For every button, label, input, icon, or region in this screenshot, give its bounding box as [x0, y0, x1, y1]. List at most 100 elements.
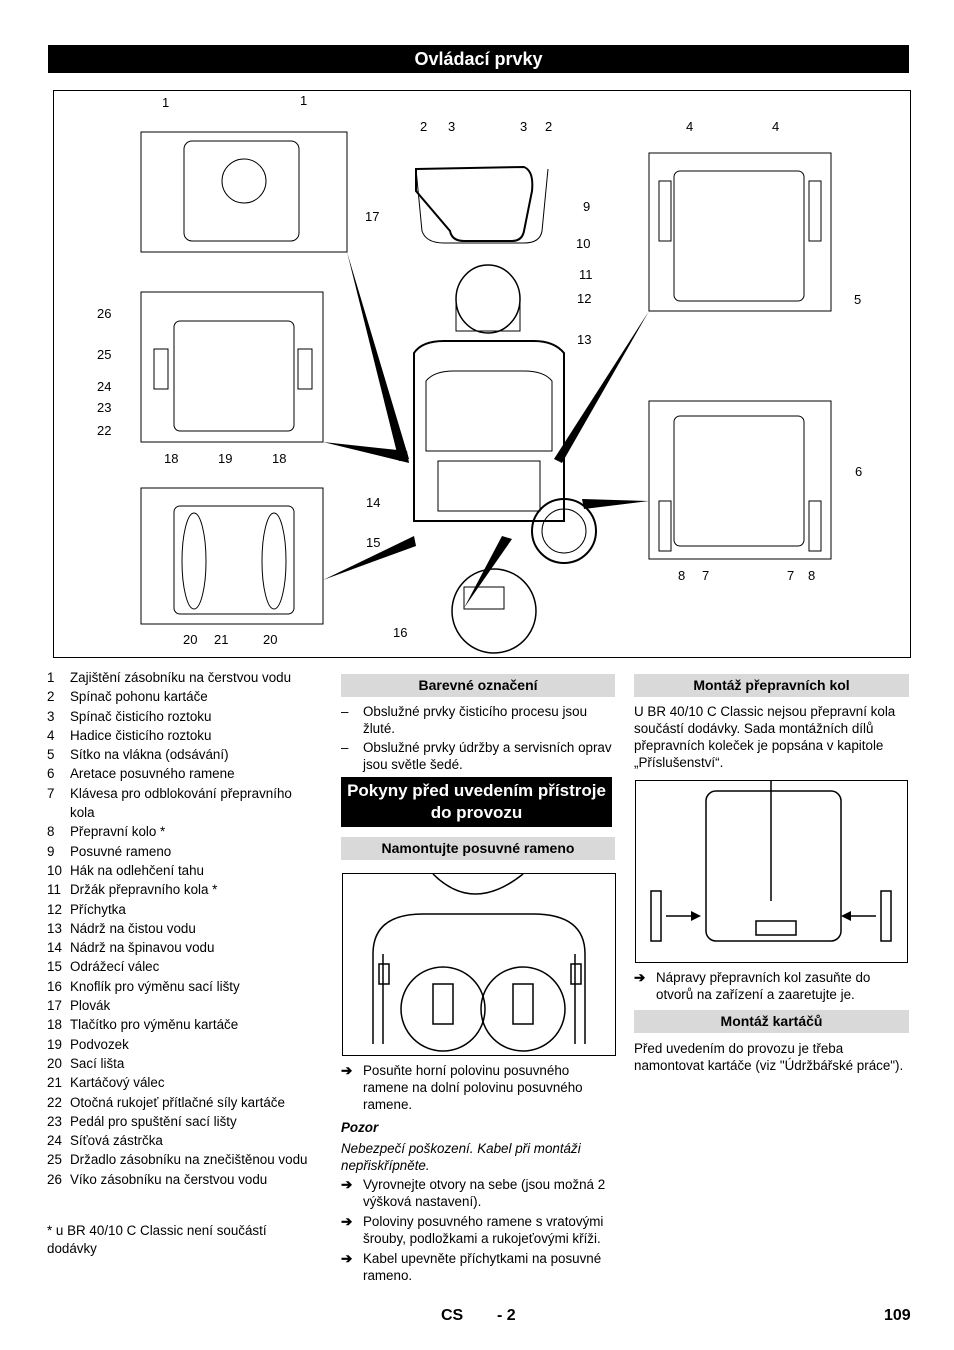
legend-text: Klávesa pro odblokování přepravního kola	[70, 785, 292, 821]
legend-text: Sací lišta	[70, 1055, 125, 1071]
legend-text: Spínač pohonu kartáče	[70, 689, 208, 705]
legend-item: 24 Síťová zástrčka	[47, 1131, 317, 1150]
color-marking-heading: Barevné označení	[341, 674, 615, 697]
figure-callout: 7	[702, 568, 709, 583]
legend-number: 3	[47, 708, 55, 724]
legend-number: 1	[47, 670, 55, 685]
figure-callout: 2	[545, 119, 552, 134]
middle-column: Barevné označení –Obslužné prvky čisticí…	[341, 674, 615, 775]
brushes-text: Před uvedením do provozu je třeba namont…	[634, 1041, 904, 1073]
caution-text: Nebezpečí poškození. Kabel při montáži n…	[341, 1141, 581, 1173]
inset-top-left	[140, 131, 348, 253]
list-item: ➔Poloviny posuvného ramene s vratovými š…	[341, 1214, 604, 1246]
list-item: ➔Posuňte horní polovinu posuvného ramene…	[341, 1063, 583, 1112]
legend-number: 7	[47, 785, 55, 801]
figure-callout: 16	[393, 625, 407, 640]
legend-number: 10	[47, 862, 62, 878]
legend-number: 4	[47, 727, 55, 743]
legend-number: 9	[47, 843, 55, 859]
legend-number: 25	[47, 1152, 62, 1168]
legend-text: Síťová zástrčka	[70, 1133, 163, 1149]
list-item: –Obslužné prvky údržby a servisních opra…	[341, 740, 612, 772]
figure-callout: 24	[97, 379, 111, 394]
push-arm-illustration	[372, 874, 586, 1052]
transport-wheels-illustration	[650, 781, 892, 942]
startup-heading: Pokyny před uvedením přístroje do provoz…	[341, 777, 612, 827]
figure-callout: 3	[448, 119, 455, 134]
figure-callout: 4	[686, 119, 693, 134]
transport-wheels-heading: Montáž přepravních kol	[634, 674, 909, 697]
legend-text: Plovák	[70, 998, 111, 1014]
transport-wheels-text: U BR 40/10 C Classic nejsou přepravní ko…	[634, 704, 896, 770]
legend-item: 10 Hák na odlehčení tahu	[47, 861, 317, 880]
list-item: –Obslužné prvky čisticího procesu jsou ž…	[341, 704, 588, 736]
figure-callout: 8	[808, 568, 815, 583]
legend-text: Nádrž na špinavou vodu	[70, 940, 215, 956]
legend-item: 2 Spínač pohonu kartáče	[47, 687, 317, 706]
legend-item: 25 Držadlo zásobníku na znečištěnou vodu	[47, 1150, 317, 1169]
footer-section: - 2	[497, 1307, 516, 1324]
legend-text: Přepravní kolo *	[70, 824, 166, 840]
brushes-heading: Montáž kartáčů	[634, 1010, 909, 1033]
brushes-section: Montáž kartáčů Před uvedením do provozu …	[634, 1010, 909, 1074]
legend-text: Hák na odlehčení tahu	[70, 862, 205, 878]
caution-title: Pozor	[341, 1120, 379, 1135]
footer-language: CS	[441, 1307, 464, 1324]
push-arm-section: Namontujte posuvné rameno	[341, 837, 615, 860]
legend-number: 14	[47, 940, 62, 956]
list-item: ➔Kabel upevněte příchytkami na posuvné r…	[341, 1251, 602, 1283]
inset-bottom-right	[648, 400, 832, 560]
figure-callout: 4	[772, 119, 779, 134]
controls-legend-list: 1 Zajištění zásobníku na čerstvou vodu 2 Sp…	[47, 668, 317, 1189]
figure-callout: 22	[97, 423, 111, 438]
legend-number: 13	[47, 920, 62, 936]
figure-callout: 20	[183, 632, 197, 647]
legend-text: Aretace posuvného ramene	[70, 766, 235, 782]
footnote: * u BR 40/10 C Classic není součástí dod…	[47, 1223, 267, 1256]
page-number: 109	[884, 1307, 911, 1324]
figure-callout: 14	[366, 495, 380, 510]
legend-text: Kartáčový válec	[70, 1075, 165, 1091]
legend-text: Příchytka	[70, 901, 126, 917]
legend-number: 17	[47, 998, 62, 1014]
push-arm-figure	[342, 873, 616, 1056]
legend-text: Posuvné rameno	[70, 843, 172, 859]
figure-callout: 11	[579, 267, 593, 282]
legend-number: 2	[47, 689, 55, 705]
figure-callout: 26	[97, 306, 111, 321]
legend-text: Držadlo zásobníku na znečištěnou vodu	[70, 1152, 308, 1168]
legend-item: 9 Posuvné rameno	[47, 842, 317, 861]
figure-callout: 6	[855, 464, 862, 479]
figure-callout: 5	[854, 292, 861, 307]
legend-item: 21 Kartáčový válec	[47, 1073, 317, 1092]
transport-wheels-steps: ➔Nápravy přepravních kol zasuňte do otvo…	[634, 969, 909, 1006]
legend-text: Knoflík pro výměnu sací lišty	[70, 978, 240, 994]
figure-callout: 18	[164, 451, 178, 466]
legend-number: 20	[47, 1055, 62, 1071]
legend-number: 24	[47, 1133, 62, 1149]
legend-number: 6	[47, 766, 55, 782]
legend-number: 15	[47, 959, 62, 975]
legend-number: 11	[47, 882, 61, 898]
figure-callout: 1	[300, 93, 307, 108]
legend-item: 6 Aretace posuvného ramene	[47, 764, 317, 783]
figure-callout: 12	[577, 291, 591, 306]
legend-text: Otočná rukojeť přítlačné síly kartáče	[70, 1094, 285, 1110]
legend-number: 18	[47, 1017, 62, 1033]
inset-mid-left	[140, 291, 324, 443]
legend-text: Sítko na vlákna (odsávání)	[70, 747, 229, 763]
legend-number: 22	[47, 1094, 62, 1110]
legend-number: 21	[47, 1075, 62, 1091]
transport-wheels-figure	[635, 780, 908, 963]
legend-text: Zajištění zásobníku na čerstvou vodu	[70, 670, 292, 685]
legend-item: 14 Nádrž na špinavou vodu	[47, 938, 317, 957]
